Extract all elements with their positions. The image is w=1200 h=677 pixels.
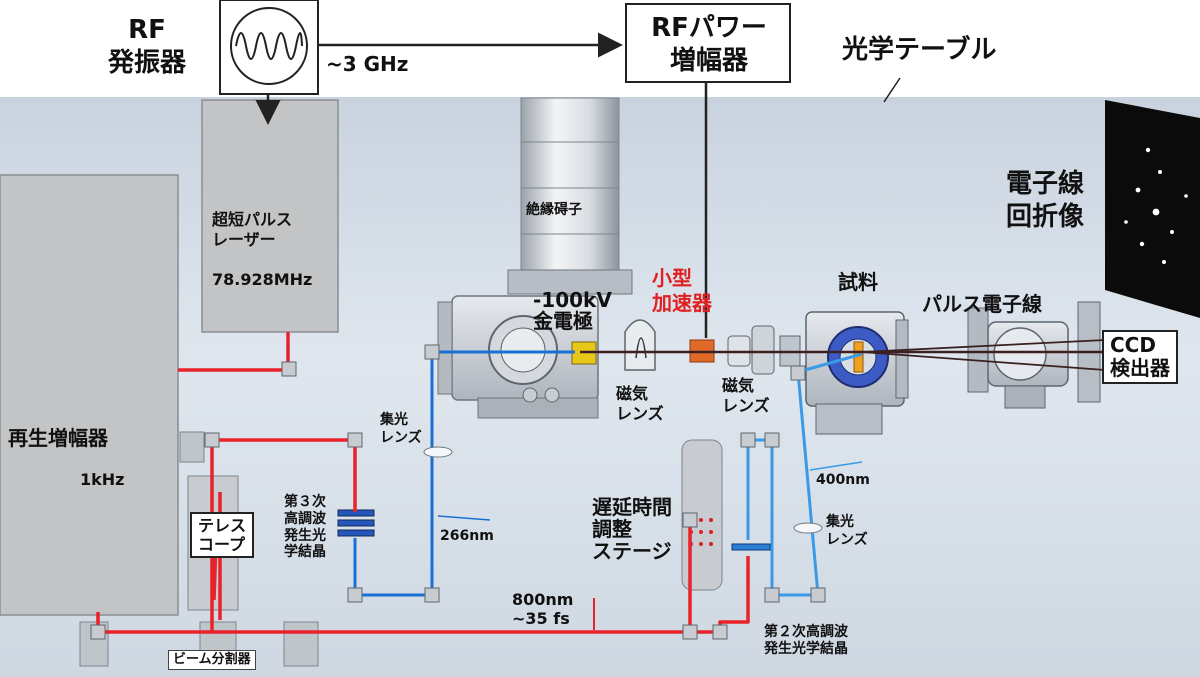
laser-box [201, 99, 339, 333]
beam-splitter-label: ビーム分割器 [168, 650, 256, 671]
second-harm-label: 第２次高調波 発生光学結晶 [764, 624, 848, 657]
gun-chamber [437, 295, 599, 419]
delay-stage-body [681, 439, 723, 591]
splitter-stand-2 [283, 621, 319, 667]
pulse-beam-label: パルス電子線 [922, 292, 1042, 316]
mag-lens1-label: 磁気 レンズ [616, 384, 664, 423]
focus-lens-1 [423, 446, 453, 458]
delay-stage-label: 遅延時間 調整 ステージ [592, 495, 672, 563]
laser-label: 超短パルス レーザー [212, 210, 293, 249]
rf-oscillator [219, 0, 319, 95]
rf-amp-label: RFパワー 増幅器 [651, 13, 767, 76]
regen-amp-box [0, 174, 179, 616]
sample-label: 試料 [838, 270, 878, 294]
ccd-label: CCD 検出器 [1102, 330, 1178, 384]
diffraction-label: 電子線 回折像 [1006, 169, 1085, 232]
sample-chamber [805, 311, 909, 435]
freq-label: ~3 GHz [326, 52, 409, 76]
rf-osc-label: RF 発振器 [108, 15, 187, 78]
wl-400-marker [809, 461, 863, 471]
pulse-800-label: 800nm ~35 fs [512, 590, 574, 629]
optical-table-pointer [883, 77, 901, 103]
focus-lens2-label: 集光 レンズ [826, 514, 868, 548]
wl-400-label: 400nm [816, 472, 870, 488]
detector-chamber [967, 301, 1101, 409]
electron-beam-diverge-up [861, 339, 1106, 353]
telescope-label: テレス コープ [190, 512, 255, 559]
insulator-label: 絶縁碍子 [526, 202, 582, 218]
accelerator-label: 小型 加速器 [652, 266, 712, 315]
focus-lens1-label: 集光 レンズ [380, 412, 422, 446]
focus-lens-2 [793, 522, 823, 534]
laser-freq-label: 78.928MHz [212, 270, 313, 289]
optical-table-label: 光学テーブル [842, 35, 997, 65]
rf-amp-box [625, 3, 791, 83]
telescope-mount [179, 431, 205, 463]
wl-266-label: 266nm [440, 528, 494, 544]
magnetic-lens-1 [624, 319, 656, 371]
insulator-cylinder [507, 97, 633, 295]
third-harmonic-crystal [337, 509, 375, 537]
diffraction-screen [1105, 100, 1200, 318]
mag-lens2-label: 磁気 レンズ [722, 376, 770, 415]
wl-266-marker [437, 515, 491, 521]
regen-freq-label: 1kHz [80, 470, 125, 489]
second-harmonic-crystal [731, 543, 771, 551]
mirror-mounts [90, 344, 826, 640]
third-harm-label: 第３次 高調波 発生光 学結晶 [284, 494, 326, 561]
regen-amp-label: 再生増幅器 [8, 426, 108, 450]
electrode-label: -100kV 金電極 [533, 288, 612, 333]
electron-beam-diverge-down [861, 351, 1106, 371]
